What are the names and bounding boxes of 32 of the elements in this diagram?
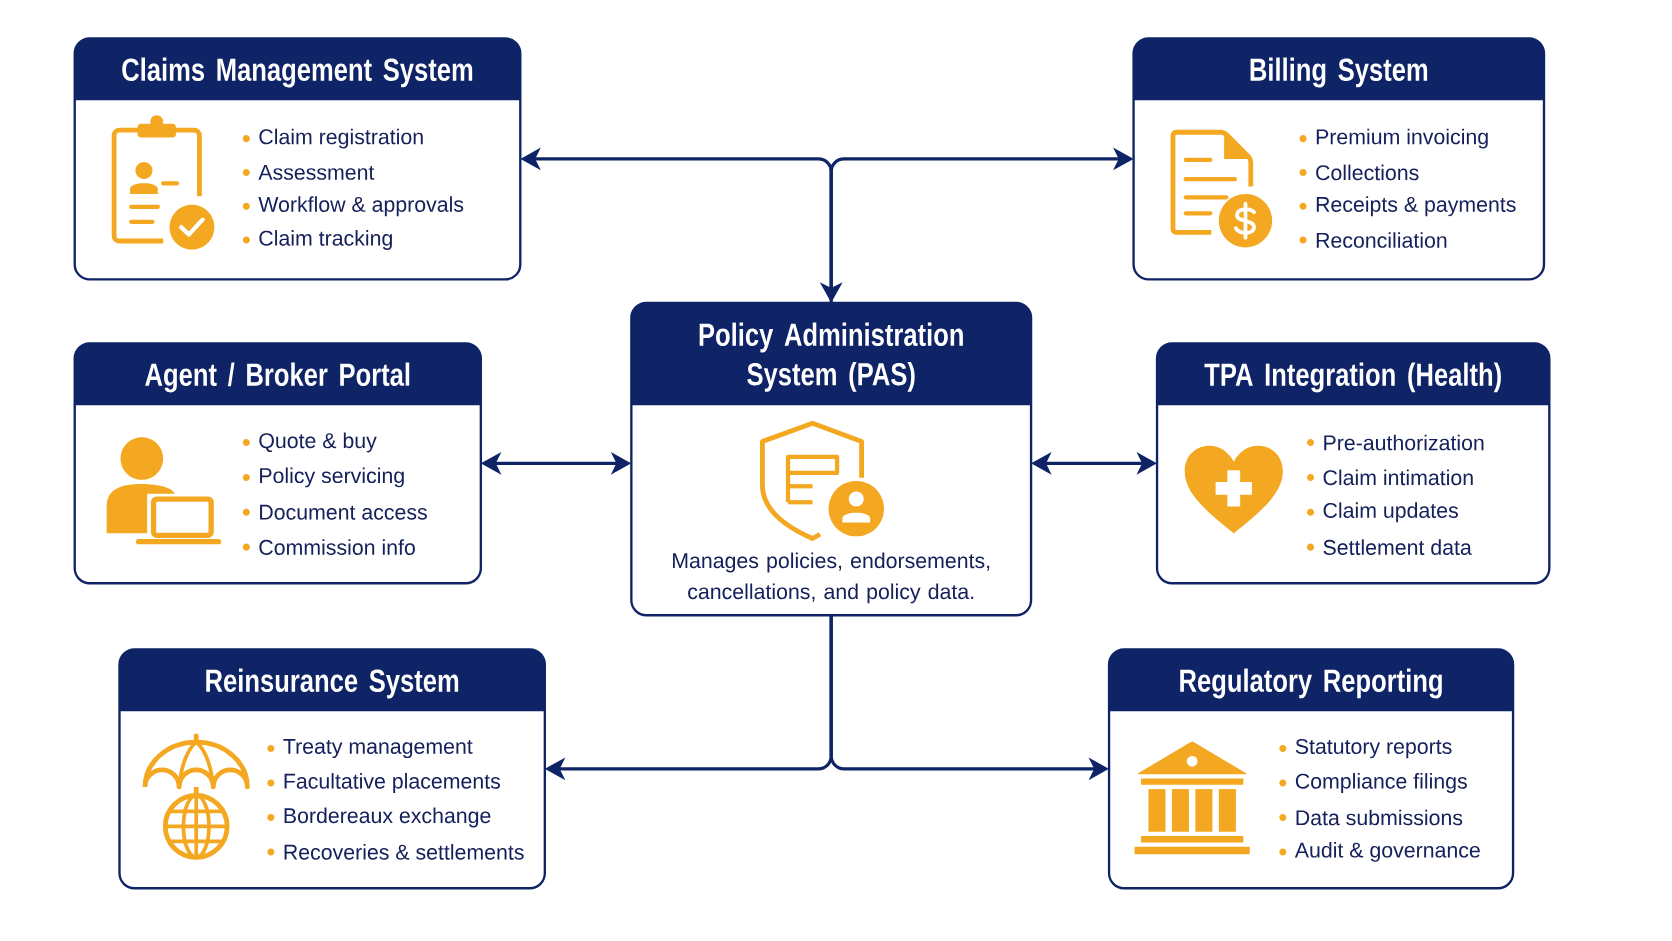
list-item: Document access — [260, 505, 427, 520]
list-item: Compliance filings — [1295, 773, 1467, 794]
list-item: Claim updates — [1323, 502, 1458, 523]
list-item: Audit & governance — [1294, 842, 1480, 863]
list-item: Pre-authorization — [1324, 434, 1484, 451]
box-title: Agent / Broker Portal — [145, 362, 410, 393]
list-item: Receipts & payments — [1316, 196, 1516, 217]
list-item: Premium invoicing — [1316, 128, 1488, 149]
list-item: Recoveries & settlements — [284, 844, 524, 860]
list-item: Assessment — [258, 165, 375, 181]
list-item: Quote & buy — [259, 432, 377, 453]
list-item: Claim tracking — [259, 230, 392, 251]
box-title: TPA Integration (Health) — [1204, 362, 1501, 393]
box-title: Regulatory Reporting — [1180, 668, 1442, 699]
list-item: Workflow & approvals — [258, 196, 464, 217]
list-item: Statutory reports — [1295, 739, 1452, 759]
list-item: Facultative placements — [284, 773, 500, 794]
list-item: Claim intimation — [1323, 469, 1473, 486]
list-item: Commission info — [259, 539, 415, 556]
list-item: Settlement data — [1323, 539, 1472, 556]
list-item: Bordereaux exchange — [284, 807, 491, 828]
box-title: Policy Administration System (PAS) — [699, 322, 963, 393]
box-title: Billing System — [1250, 57, 1428, 88]
list-item: Policy servicing — [260, 467, 404, 488]
box-title: Reinsurance System — [206, 668, 459, 699]
list-item: Collections — [1316, 164, 1419, 181]
list-item: Claim registration — [259, 128, 423, 149]
box-title: Claims Management System — [122, 57, 473, 88]
description-text: Manages policies, endorsements, cancellations, and policy data. — [673, 552, 990, 604]
list-item: Treaty management — [283, 739, 473, 759]
list-item: Data submissions — [1296, 809, 1463, 826]
list-item: Reconciliation — [1316, 232, 1447, 249]
